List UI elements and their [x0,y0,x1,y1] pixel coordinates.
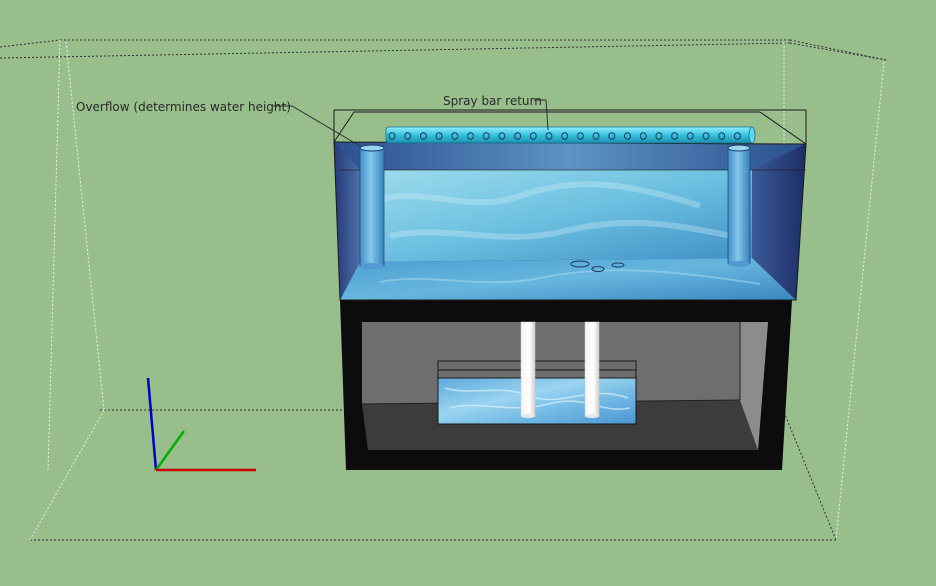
axes-gizmo [148,378,256,470]
spray-bar-callout-label: Spray bar return [443,94,542,108]
drain-pipe-left [521,322,535,416]
z-axis [148,378,156,470]
overflow-callout-label: Overflow (determines water height) [76,100,291,114]
drain-pipe-right [585,322,599,416]
overflow-right[interactable] [728,145,750,267]
sump-tank[interactable] [438,361,636,424]
y-axis [156,431,184,470]
overflow-left[interactable] [360,145,384,269]
spray-bar[interactable] [386,127,755,143]
